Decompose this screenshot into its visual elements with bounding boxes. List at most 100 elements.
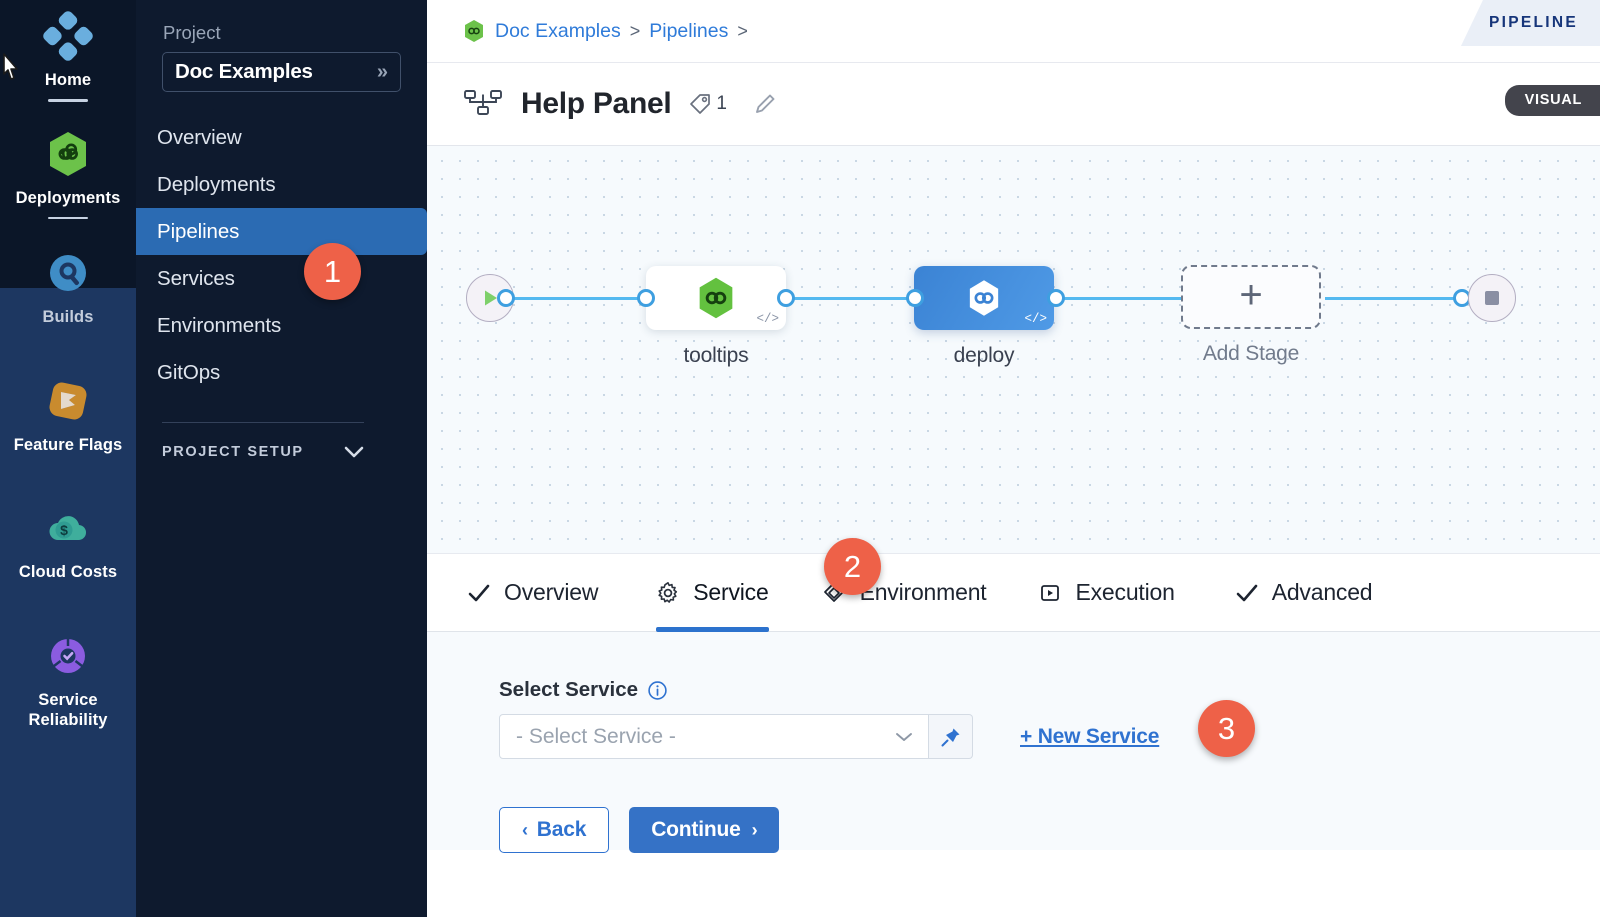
sidebar-item-label: GitOps: [157, 360, 221, 384]
sidebar-item-label: Environments: [157, 313, 282, 337]
breadcrumb-link-pipelines[interactable]: Pipelines: [649, 19, 729, 42]
feature-flags-icon: [49, 382, 87, 420]
step-badge-3: 3: [1198, 700, 1255, 757]
continue-button-label: Continue: [651, 818, 741, 841]
new-service-link[interactable]: + New Service: [1020, 724, 1160, 748]
pipeline-flag-badge: PIPELINE: [1460, 0, 1600, 46]
sidebar-item-label: Overview: [157, 125, 242, 149]
rail-item-builds[interactable]: Builds: [0, 241, 136, 327]
rail-item-label: Deployments: [15, 188, 121, 207]
pencil-icon[interactable]: [752, 91, 778, 117]
project-name: Doc Examples: [175, 60, 313, 83]
builds-circle-icon: [50, 255, 86, 292]
pipeline-canvas[interactable]: </> tooltips </> deploy + Add Stage: [427, 146, 1600, 554]
breadcrumb-separator: >: [629, 20, 641, 41]
tab-execution[interactable]: Execution: [1038, 554, 1175, 632]
code-badge: </>: [1024, 312, 1047, 326]
sidebar-item-overview[interactable]: Overview: [136, 114, 427, 161]
tag-count: 1: [716, 93, 727, 114]
project-label: Project: [163, 22, 221, 43]
project-nav-panel: Project Doc Examples » Overview Deployme…: [136, 0, 427, 917]
breadcrumb: Doc Examples > Pipelines > PIPELINE: [427, 0, 1600, 63]
edge-start-to-tooltips: [504, 297, 662, 300]
rail-item-feature-flags[interactable]: Feature Flags: [0, 369, 136, 455]
tab-label: Environment: [859, 579, 987, 605]
sidebar-item-label: Services: [157, 266, 235, 290]
plus-icon: +: [1239, 273, 1263, 317]
port-deploy-out[interactable]: [1047, 289, 1065, 307]
rail-item-label: Builds: [42, 308, 94, 327]
back-button[interactable]: ‹ Back: [499, 807, 610, 853]
sidebar-item-pipelines[interactable]: Pipelines: [136, 208, 427, 255]
stop-square-icon: [1485, 291, 1499, 305]
port-tooltips-out[interactable]: [777, 289, 795, 307]
rail-item-label: Service Reliability: [28, 690, 108, 729]
project-selector[interactable]: Doc Examples »: [162, 52, 401, 92]
step-badge-number: 1: [323, 253, 342, 289]
mode-badge-visual[interactable]: VISUAL: [1504, 85, 1600, 116]
page-title-bar: Help Panel 1 VISUAL: [427, 63, 1600, 146]
stage-node-tooltips[interactable]: </>: [646, 266, 786, 330]
tab-advanced[interactable]: Advanced: [1235, 554, 1373, 632]
chevron-right-icon: ›: [751, 819, 758, 840]
tab-environment[interactable]: Environment: [821, 554, 987, 632]
tab-service[interactable]: Service: [656, 554, 769, 632]
sidebar-item-deployments[interactable]: Deployments: [136, 161, 427, 208]
rail-item-service-reliability[interactable]: Service Reliability: [0, 624, 136, 730]
project-setup-label: PROJECT SETUP: [162, 444, 304, 460]
pipeline-nodes-icon: [464, 90, 502, 115]
service-reliability-icon: [51, 638, 85, 673]
pin-toggle-button[interactable]: [929, 714, 973, 759]
double-chevron-right-icon: »: [376, 61, 388, 83]
tab-overview[interactable]: Overview: [467, 554, 598, 632]
add-stage-label: Add Stage: [1202, 342, 1300, 365]
nav-divider: [162, 422, 364, 423]
service-select-value: - Select Service -: [516, 724, 676, 748]
harness-hexagon-icon: [465, 20, 483, 42]
rail-item-cloud-costs[interactable]: $ Cloud Costs: [0, 496, 136, 582]
tag-indicator[interactable]: 1: [688, 92, 727, 116]
rail-item-deployments[interactable]: Deployments: [0, 122, 136, 220]
chevron-left-icon: ‹: [522, 819, 528, 840]
sidebar-item-services[interactable]: Services: [136, 255, 427, 302]
stage-label-tooltips: tooltips: [683, 344, 749, 367]
port-start-out[interactable]: [497, 289, 515, 307]
rail-item-label: Home: [44, 71, 92, 89]
chevron-down-icon: [344, 446, 364, 457]
add-stage-node[interactable]: +: [1181, 265, 1321, 329]
rail-item-home[interactable]: Home: [0, 4, 136, 102]
code-badge: </>: [756, 312, 779, 326]
gear-icon: [656, 581, 680, 605]
form-actions: ‹ Back Continue ›: [499, 807, 1600, 853]
pipeline-end-node[interactable]: [1468, 274, 1516, 322]
tab-label: Advanced: [1271, 579, 1373, 605]
tab-label: Overview: [504, 579, 599, 605]
rail-active-underline: [48, 99, 88, 102]
sidebar-item-gitops[interactable]: GitOps: [136, 349, 427, 396]
pin-icon: [941, 728, 959, 746]
port-tooltips-in[interactable]: [637, 289, 655, 307]
continue-button[interactable]: Continue ›: [629, 807, 780, 853]
edge-deploy-to-addstage: [1055, 297, 1197, 300]
breadcrumb-link-project[interactable]: Doc Examples: [495, 19, 621, 42]
step-badge-2: 2: [824, 538, 881, 595]
back-button-label: Back: [536, 818, 587, 841]
stage-tabs: Overview Service Envir: [427, 554, 1600, 632]
info-icon[interactable]: [647, 680, 668, 701]
deployments-hexagon-infinity-icon: [50, 131, 86, 176]
mouse-cursor-icon: [3, 53, 18, 80]
edge-tooltips-to-deploy: [784, 297, 919, 300]
select-service-label-row: Select Service: [499, 678, 1600, 702]
edge-addstage-to-end: [1325, 297, 1461, 300]
service-form: Select Service - Select Service -: [427, 632, 1600, 853]
service-select[interactable]: - Select Service -: [499, 714, 929, 759]
stage-node-deploy[interactable]: </>: [914, 266, 1054, 330]
harness-hexagon-green-icon: [699, 277, 733, 319]
port-deploy-in[interactable]: [906, 289, 924, 307]
select-service-row: - Select Service - + New Service: [499, 714, 1600, 759]
project-setup-section[interactable]: PROJECT SETUP: [162, 444, 364, 460]
tab-label: Service: [693, 579, 769, 605]
harness-hexagon-white-icon: [969, 280, 999, 316]
sidebar-item-environments[interactable]: Environments: [136, 302, 427, 349]
module-rail: Home Deployments Builds: [0, 0, 136, 917]
